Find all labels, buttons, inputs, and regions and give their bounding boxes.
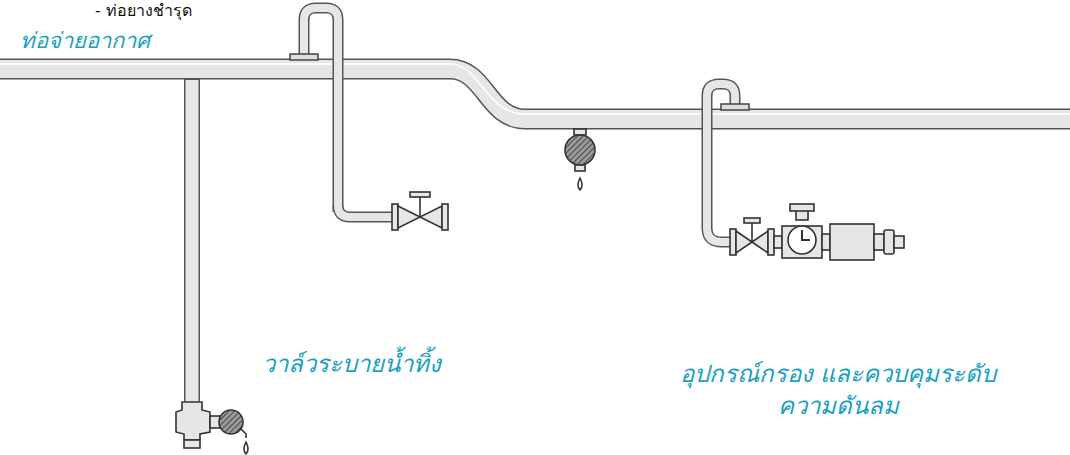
valve-label: วาล์วระบายน้ำทิ้ง — [262, 348, 441, 380]
goose-neck-pipe — [304, 8, 338, 212]
supply-pipe-fill — [0, 69, 1070, 119]
pipe-fitting — [721, 104, 749, 110]
note-text: - ท่อยางชำรุด — [95, 0, 192, 22]
supply-pipe — [0, 69, 1070, 119]
filter-regulator-unit — [730, 204, 904, 260]
pipe-label: ท่อจ่ายอากาศ — [20, 26, 150, 56]
gate-valve — [392, 192, 448, 230]
unit-label: อุปกรณ์กรอง และควบคุมระดับความดันลม — [668, 358, 1008, 423]
drain-valve — [176, 402, 248, 454]
pipe-fitting — [290, 54, 318, 60]
drain-ball-valve — [565, 129, 595, 190]
drop-pipe — [184, 78, 200, 402]
